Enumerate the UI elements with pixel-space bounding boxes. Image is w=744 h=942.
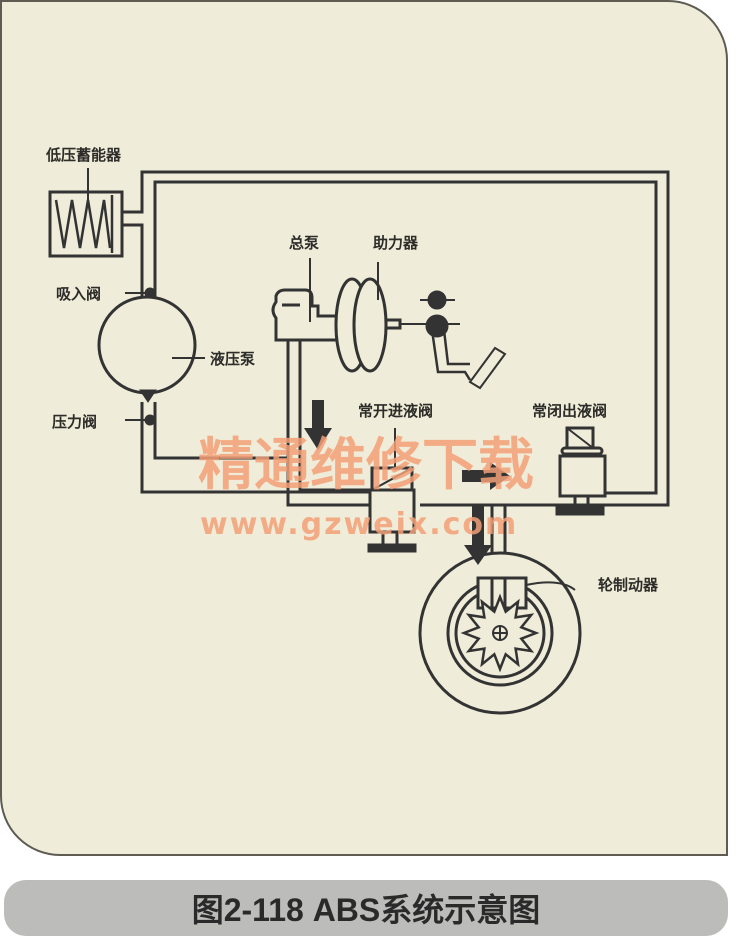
pedal-pivot xyxy=(427,290,447,310)
flow-arrow-down-2 xyxy=(464,505,492,565)
label-wheel-brake: 轮制动器 xyxy=(598,576,659,594)
accumulator-spring xyxy=(54,199,112,249)
label-pressure-valve: 压力阀 xyxy=(52,413,97,431)
inlet-valve xyxy=(368,488,416,534)
figure-caption: 图2-118 ABS系统示意图 xyxy=(191,892,541,928)
label-inlet-valve: 常开进液阀 xyxy=(358,402,433,420)
outlet-valve xyxy=(558,454,607,498)
figure-caption-bar: 图2-118 ABS系统示意图 xyxy=(4,880,728,936)
label-outlet-valve: 常闭出液阀 xyxy=(532,402,607,420)
pressure-valve xyxy=(139,389,157,403)
brake-pedal xyxy=(430,329,472,381)
return-pipe-outer xyxy=(122,170,670,507)
master-cylinder xyxy=(271,288,340,342)
label-master-cylinder: 总泵 xyxy=(289,234,319,252)
flow-arrow-down-1 xyxy=(304,400,332,450)
watermark-url: www.gzweix.com xyxy=(200,507,518,542)
label-pump: 液压泵 xyxy=(210,350,255,368)
flow-arrow-right xyxy=(462,462,510,490)
label-booster: 助力器 xyxy=(373,234,419,252)
watermark-text: 精通维修下载 xyxy=(198,432,534,498)
hydraulic-pump xyxy=(97,295,197,395)
diagram-panel xyxy=(0,0,728,856)
return-pipe-inner xyxy=(122,180,658,495)
label-suction-valve: 吸入阀 xyxy=(56,285,101,303)
label-accumulator: 低压蓄能器 xyxy=(45,146,122,164)
